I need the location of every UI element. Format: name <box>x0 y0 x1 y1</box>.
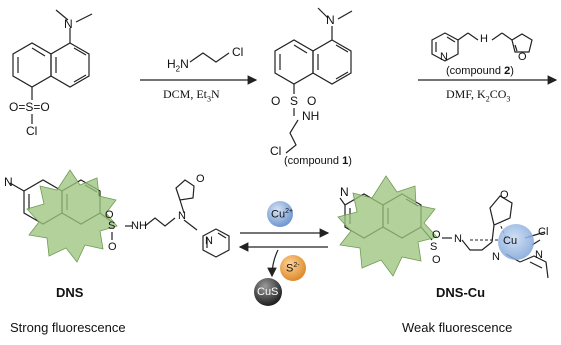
dns-so2-bottom: O <box>108 241 117 253</box>
reagent-amine-formula: H2N <box>167 57 189 74</box>
dnscu-pyridine-n-label: N <box>535 249 543 261</box>
dnscu-cu-label: Cu <box>503 235 518 247</box>
compound1-cl-label: Cl <box>270 144 282 158</box>
cu-ion-label: Cu2+ <box>271 208 294 221</box>
compound1-caption: (compound 1) <box>284 155 352 167</box>
dnscu-s-label: S <box>430 241 438 253</box>
dns-so2-s: S <box>108 220 116 232</box>
dnscu-name: DNS-Cu <box>436 285 486 300</box>
dansyl-chloride-structure <box>12 9 93 124</box>
dns-furan-o-label: O <box>196 173 205 185</box>
compound2-o-label: O <box>518 51 527 63</box>
dns-structure <box>9 179 230 258</box>
dnscu-amine-n-label: N <box>492 251 500 263</box>
chloroethylamine-chain <box>189 52 230 63</box>
dns-n-label: N <box>4 175 13 189</box>
dnscu-so2-bottom: O <box>432 254 441 266</box>
step1-conditions: DCM, Et3N <box>163 87 220 104</box>
dns-so2-top: O <box>105 209 114 221</box>
step2-conditions: DMF, K2CO3 <box>446 87 511 104</box>
dnscu-fluorescence: Weak fluorescence <box>402 320 513 335</box>
reagent-cl-label: Cl <box>232 45 244 59</box>
compound1-o-right: O <box>307 94 317 108</box>
compound2-n-label: N <box>440 51 448 63</box>
cus-label: CuS <box>257 286 279 298</box>
dansyl-so2-label: O=S=O <box>9 100 50 114</box>
dns-fluorescence: Strong fluorescence <box>10 320 126 335</box>
precipitation-arrow <box>267 249 279 278</box>
compound2-caption: (compound 2) <box>446 65 514 77</box>
dnscu-furan-o-label: O <box>500 189 509 201</box>
dns-pyridine-n-label: N <box>205 235 213 247</box>
sulfide-ion-label: S2- <box>286 262 300 275</box>
compound1-nh-label: NH <box>302 109 320 123</box>
dns-nh-label: NH <box>131 220 147 232</box>
dns-amine-n-label: N <box>178 210 186 222</box>
dnscu-sulfonamide-n-label: N <box>454 233 462 245</box>
compound-1-structure <box>274 7 353 154</box>
dansyl-cl-label: Cl <box>26 124 38 138</box>
coordination-bonds <box>470 223 507 241</box>
dansyl-n-label: N <box>64 17 73 31</box>
compound1-o-left: O <box>271 94 281 108</box>
dnscu-so2-top: O <box>432 229 441 241</box>
compound1-s-label: S <box>290 94 299 108</box>
compound1-n-label: N <box>326 13 335 27</box>
dnscu-n-label: N <box>340 185 349 199</box>
compound2-nh-label: H <box>480 33 488 45</box>
dns-name: DNS <box>56 285 84 300</box>
dnscu-cl-label: Cl <box>538 226 549 238</box>
compound-2-structure <box>431 32 533 62</box>
